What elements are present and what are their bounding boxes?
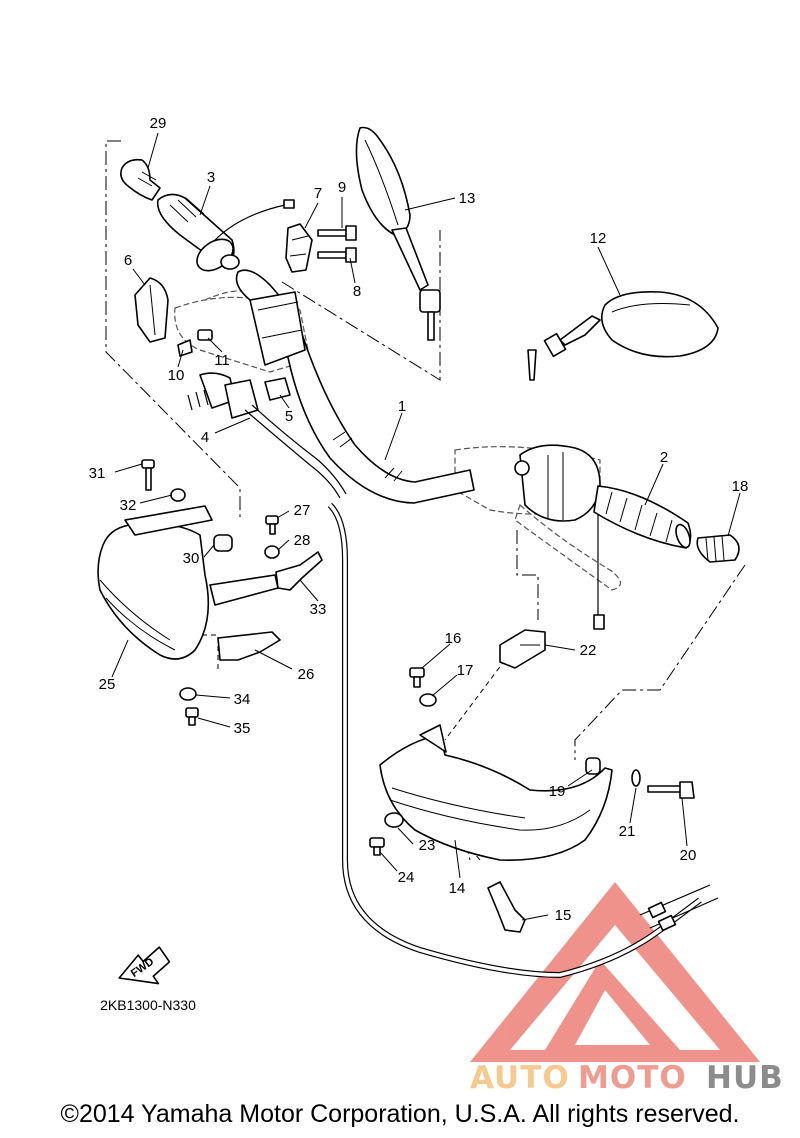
screw-10	[177, 339, 193, 357]
callout-28: 28	[294, 532, 311, 549]
washer-21	[631, 769, 641, 787]
throttle-cables	[187, 372, 347, 499]
callout-30: 30	[183, 550, 200, 567]
callout-20: 20	[680, 847, 697, 864]
callout-11: 11	[214, 352, 230, 369]
washer-32	[170, 488, 186, 502]
bar-end-weight-left	[120, 158, 161, 201]
callout-32: 32	[120, 497, 137, 514]
svg-text:MOTO: MOTO	[578, 1060, 687, 1096]
bolt-20	[647, 781, 695, 799]
collar-19	[585, 757, 601, 775]
bracket-33	[209, 551, 323, 606]
bolt-31	[141, 459, 155, 491]
watermark-logo	[470, 882, 760, 1062]
callout-14: 14	[449, 880, 466, 897]
callout-9: 9	[338, 179, 346, 196]
callout-2: 2	[660, 449, 668, 466]
callout-27: 27	[294, 502, 311, 519]
callout-13: 13	[459, 190, 476, 207]
collar-30	[213, 534, 233, 552]
callout-15: 15	[555, 907, 572, 924]
callout-29: 29	[150, 115, 167, 132]
right-mirror	[527, 290, 719, 381]
watermark-text: AUTO MOTO HUB	[470, 1060, 784, 1096]
bolt-9	[317, 225, 357, 241]
callout-26: 26	[298, 666, 315, 683]
callout-21: 21	[619, 823, 636, 840]
screw-24	[369, 837, 385, 856]
callout-4: 4	[201, 429, 209, 446]
clip-5	[264, 377, 291, 401]
copyright-notice: ©2014 Yamaha Motor Corporation, U.S.A. A…	[60, 1100, 740, 1128]
left-hand-guard	[97, 505, 213, 660]
screw-16	[409, 667, 425, 688]
callout-10: 10	[168, 367, 185, 384]
grip-clamp	[285, 223, 313, 273]
callout-19: 19	[549, 783, 566, 800]
bracket-26	[217, 631, 281, 661]
fwd-arrow-icon: FWD	[118, 946, 171, 985]
bracket-22	[499, 629, 546, 669]
callout-5: 5	[285, 408, 293, 425]
collar-17	[419, 693, 437, 707]
callout-12: 12	[590, 230, 607, 247]
leader-lines	[111, 132, 741, 921]
callout-23: 23	[419, 837, 436, 854]
svg-text:AUTO: AUTO	[470, 1060, 570, 1096]
screw-11	[197, 329, 213, 341]
part-code: 2KB1300-N330	[100, 997, 196, 1013]
collar-34	[179, 687, 197, 701]
svg-text:HUB: HUB	[706, 1060, 784, 1096]
callout-8: 8	[353, 283, 361, 300]
right-grip	[593, 485, 692, 549]
callout-34: 34	[234, 691, 251, 708]
collar-28	[264, 545, 280, 559]
routing-cable	[327, 502, 719, 979]
bar-end-weight-right	[696, 534, 740, 563]
left-grip	[156, 193, 295, 272]
holder-6	[134, 277, 169, 343]
left-mirror	[355, 126, 441, 341]
callout-24: 24	[398, 869, 415, 886]
callout-17: 17	[457, 662, 474, 679]
right-switch-housing	[514, 444, 601, 522]
callouts: 29 3 7 9 8 13 12 6 10 11 4 5 1 2 18 31 3…	[89, 115, 749, 924]
callout-3: 3	[207, 169, 215, 186]
callout-33: 33	[310, 601, 327, 618]
left-switch-block	[249, 291, 306, 366]
callout-7: 7	[314, 185, 322, 202]
screw-27	[265, 515, 279, 535]
hand-guard	[379, 724, 613, 861]
callout-18: 18	[732, 478, 749, 495]
callout-25: 25	[99, 676, 116, 693]
callout-16: 16	[445, 630, 462, 647]
callout-1: 1	[398, 398, 406, 415]
right-cable	[593, 515, 605, 630]
screw-35	[185, 707, 199, 726]
callout-6: 6	[124, 252, 132, 269]
callout-35: 35	[234, 720, 251, 737]
callout-31: 31	[89, 465, 106, 482]
collar-23	[384, 812, 404, 828]
callout-22: 22	[580, 642, 597, 659]
stay-15	[487, 881, 526, 933]
